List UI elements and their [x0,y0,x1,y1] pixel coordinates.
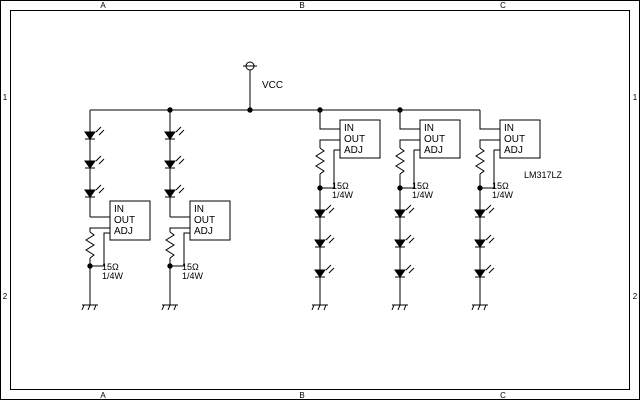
ground-icon [311,304,328,311]
in-wire [479,110,500,130]
vcc-label: VCC [262,80,283,91]
junction-dot [397,185,403,191]
out-wire [319,139,340,148]
regulator-pin-out: OUT [424,134,445,145]
out-wire [479,139,500,148]
out-wire [399,139,420,148]
regulator-box [339,119,381,159]
resistor-icon [395,147,405,175]
ground-icon [471,304,488,311]
led-icon [394,264,415,278]
regulator-pin-in: IN [194,204,204,215]
resistor-icon [475,147,485,175]
led-icon [164,184,185,198]
sheet-inner-border [10,10,630,390]
adj-wire [320,149,340,189]
led-icon [474,204,495,218]
zone-labels: A B C A B C 1 2 1 2 [3,1,638,400]
led-icon [474,264,495,278]
ground-icon [161,304,178,311]
junction-dot [247,107,253,113]
adj-wire [400,149,420,189]
out-wire [89,227,110,232]
led-icon [164,155,185,169]
regulator-box [499,119,541,159]
right-circuit-2: IN OUT ADJ 15Ω 1/4W [391,110,461,311]
resistor-icon [165,231,175,259]
led-icon [394,204,415,218]
led-icon [84,184,105,198]
right-circuit-1: IN OUT ADJ 15Ω 1/4W [311,110,381,311]
resistor-value: 15Ω [332,181,349,191]
regulator-pin-in: IN [114,204,124,215]
zone-label-top-a: A [100,1,106,10]
led-icon [474,234,495,248]
led-icon [394,234,415,248]
adj-wire [480,149,500,189]
resistor-power: 1/4W [492,190,514,200]
resistor-icon [315,147,325,175]
regulator-box [189,200,231,241]
regulator-box [419,119,461,159]
zone-label-left-1: 1 [3,93,8,102]
regulator-pin-in: IN [344,123,354,134]
led-icon [314,204,335,218]
resistor-value: 15Ω [102,262,119,272]
resistor-value: 15Ω [182,262,199,272]
zone-label-bottom-a: A [100,391,106,400]
zone-label-left-2: 2 [3,292,8,301]
regulator-pin-in: IN [504,123,514,134]
regulator-box [109,200,151,241]
regulator-pin-adj: ADJ [114,226,133,237]
regulator-pin-out: OUT [504,134,525,145]
resistor-value: 15Ω [412,181,429,191]
regulator-pin-adj: ADJ [504,145,523,156]
led-icon [84,155,105,169]
in-wire [319,110,340,130]
ground-icon [81,304,98,311]
regulator-pin-out: OUT [114,215,135,226]
zone-label-bottom-b: B [299,391,304,400]
resistor-icon [85,231,95,259]
junction-dot [167,263,173,269]
resistor-power: 1/4W [102,271,124,281]
junction-dot [87,263,93,269]
regulator-pin-out: OUT [194,215,215,226]
zone-label-bottom-c: C [500,391,506,400]
vcc-supply: VCC [243,61,283,110]
out-wire [169,227,190,232]
left-circuit-1: IN OUT ADJ 15Ω 1/4W [81,110,151,311]
regulator-part-label: LM317LZ [524,170,563,180]
right-circuit-3: IN OUT ADJ LM317LZ 15Ω 1/4W [471,110,563,311]
resistor-power: 1/4W [182,271,204,281]
resistor-value: 15Ω [492,181,509,191]
left-circuit-2: IN OUT ADJ 15Ω 1/4W [161,110,231,311]
regulator-pin-out: OUT [344,134,365,145]
zone-label-right-2: 2 [633,292,638,301]
in-wire [399,110,420,130]
junction-dot [477,185,483,191]
zone-label-right-1: 1 [633,93,638,102]
ground-icon [391,304,408,311]
led-icon [314,264,335,278]
led-icon [84,126,105,140]
regulator-pin-adj: ADJ [344,145,363,156]
junction-dot [317,185,323,191]
resistor-power: 1/4W [412,190,434,200]
led-icon [164,126,185,140]
adj-wire [170,232,190,267]
resistor-power: 1/4W [332,190,354,200]
regulator-pin-adj: ADJ [194,226,213,237]
regulator-pin-adj: ADJ [424,145,443,156]
zone-label-top-c: C [500,1,506,10]
led-icon [314,234,335,248]
zone-label-top-b: B [299,1,304,10]
adj-wire [90,232,110,267]
regulator-pin-in: IN [424,123,434,134]
